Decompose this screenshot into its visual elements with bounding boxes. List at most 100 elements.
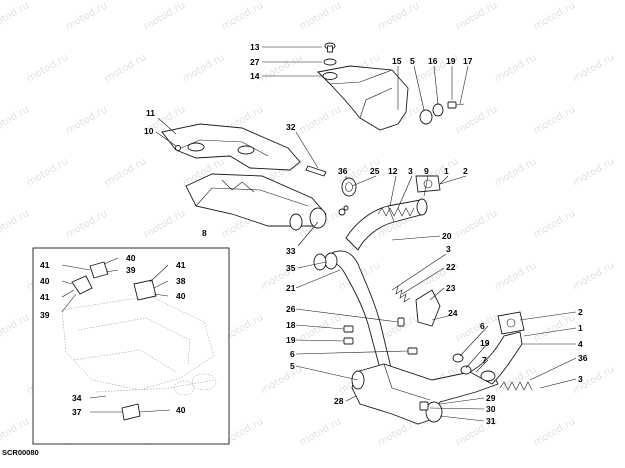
- inset-callout-34: 34: [72, 393, 82, 403]
- watermark-text: motod.ru: [532, 208, 577, 240]
- callout-23: 23: [446, 283, 456, 293]
- watermark-text: motod.ru: [0, 104, 31, 136]
- gasket-36-and-25: [341, 177, 357, 197]
- watermark-text: motod.ru: [259, 52, 304, 84]
- callout-24: 24: [448, 308, 458, 318]
- inset-panel: [32, 247, 230, 445]
- callout-6-right: 6: [480, 321, 485, 331]
- inset-callout-41-b: 41: [176, 260, 186, 270]
- watermark-text: motod.ru: [0, 0, 31, 32]
- watermark-text: motod.ru: [64, 0, 109, 32]
- callout-19-right: 19: [480, 338, 490, 348]
- watermark-text: motod.ru: [64, 208, 109, 240]
- upper-collector-pipe: [345, 175, 441, 251]
- callout-4: 4: [578, 339, 583, 349]
- callout-12: 12: [388, 166, 398, 176]
- callout-2-top: 2: [463, 166, 468, 176]
- callout-35: 35: [286, 263, 296, 273]
- watermark-text: motod.ru: [493, 156, 538, 188]
- heat-shield-small: [415, 289, 441, 327]
- callout-19-mid: 19: [286, 335, 296, 345]
- watermark-text: motod.ru: [376, 0, 421, 32]
- callout-10: 10: [144, 126, 154, 136]
- muffler-body: [185, 173, 327, 231]
- bolt-13-14-stack: [322, 42, 338, 80]
- callout-labels: 13 27 14 15 5 16 19 17 11 10 32 36 25 12…: [40, 42, 588, 426]
- callout-25: 25: [370, 166, 380, 176]
- spring-lower: [480, 370, 533, 391]
- watermark-text: motod.ru: [571, 156, 616, 188]
- watermark-text: motod.ru: [220, 0, 265, 32]
- watermark-text: motod.ru: [0, 208, 31, 240]
- watermark-text: motod.ru: [298, 416, 343, 448]
- rear-y-collector: [351, 363, 499, 425]
- clamp-5-16-19-17: [419, 101, 465, 125]
- watermark-text: motod.ru: [454, 208, 499, 240]
- callout-22: 22: [446, 262, 456, 272]
- callout-33: 33: [286, 246, 296, 256]
- watermark-text: motod.ru: [298, 0, 343, 32]
- callout-29: 29: [486, 393, 496, 403]
- watermark-text: motod.ru: [532, 416, 577, 448]
- callout-6-left: 6: [290, 349, 295, 359]
- callout-2-right: 2: [578, 307, 583, 317]
- watermark-text: motod.ru: [532, 104, 577, 136]
- watermark-text: motod.ru: [493, 52, 538, 84]
- watermark-text: motod.ru: [142, 0, 187, 32]
- watermark-text: motod.ru: [454, 0, 499, 32]
- inset-callout-38: 38: [176, 276, 186, 286]
- watermark-text: motod.ru: [103, 156, 148, 188]
- callout-5-left: 5: [290, 361, 295, 371]
- bracket-32-bolt: [175, 145, 327, 177]
- callout-36-right: 36: [578, 353, 588, 363]
- callout-21: 21: [286, 283, 296, 293]
- rear-header-pipe: [469, 311, 525, 385]
- callout-18: 18: [286, 320, 296, 330]
- watermark-text: motod.ru: [64, 104, 109, 136]
- inset-callout-41-c: 41: [40, 292, 50, 302]
- callout-3-mid: 3: [446, 244, 451, 254]
- watermark-text: motod.ru: [298, 104, 343, 136]
- callout-17: 17: [463, 56, 473, 66]
- watermark-text: motod.ru: [0, 416, 31, 448]
- callout-7: 7: [482, 355, 487, 365]
- watermark-text: motod.ru: [571, 260, 616, 292]
- callout-14: 14: [250, 71, 260, 81]
- front-header-pipe: [313, 250, 393, 377]
- inset-callout-40-d: 40: [176, 405, 186, 415]
- watermark-text: motod.ru: [454, 312, 499, 344]
- watermark-text: motod.ru: [532, 0, 577, 32]
- callout-36-top: 36: [338, 166, 348, 176]
- watermark-text: motod.ru: [571, 52, 616, 84]
- callout-13: 13: [250, 42, 260, 52]
- watermark-text: motod.ru: [25, 156, 70, 188]
- inset-callout-40-a: 40: [126, 253, 136, 263]
- inset-callout-40-b: 40: [40, 276, 50, 286]
- heat-shield-top: [317, 65, 409, 131]
- heat-shield-upper-muffler: [161, 123, 301, 171]
- leader-lines: [61, 46, 577, 422]
- watermark-text: motod.ru: [103, 52, 148, 84]
- inset-callout-37: 37: [72, 407, 82, 417]
- callout-11: 11: [146, 108, 155, 118]
- callout-32: 32: [286, 122, 296, 132]
- spring-upper: [377, 207, 415, 217]
- watermark-text: motod.ru: [142, 208, 187, 240]
- watermark-text: motod.ru: [0, 312, 31, 344]
- callout-30: 30: [486, 404, 496, 414]
- spring-middle: [391, 285, 411, 303]
- callout-19-top: 19: [446, 56, 456, 66]
- watermark-text: motod.ru: [532, 312, 577, 344]
- callout-3-right: 3: [578, 374, 583, 384]
- callout-16: 16: [428, 56, 438, 66]
- callout-20: 20: [442, 231, 452, 241]
- watermark-text: motod.ru: [454, 104, 499, 136]
- reference-code: SCR00080: [2, 448, 39, 457]
- callout-1-top: 1: [444, 166, 449, 176]
- watermark-text: motod.ru: [25, 52, 70, 84]
- callout-28: 28: [334, 396, 344, 406]
- inset-callout-41-a: 41: [40, 260, 50, 270]
- callout-1-right: 1: [578, 323, 583, 333]
- callout-27: 27: [250, 57, 260, 67]
